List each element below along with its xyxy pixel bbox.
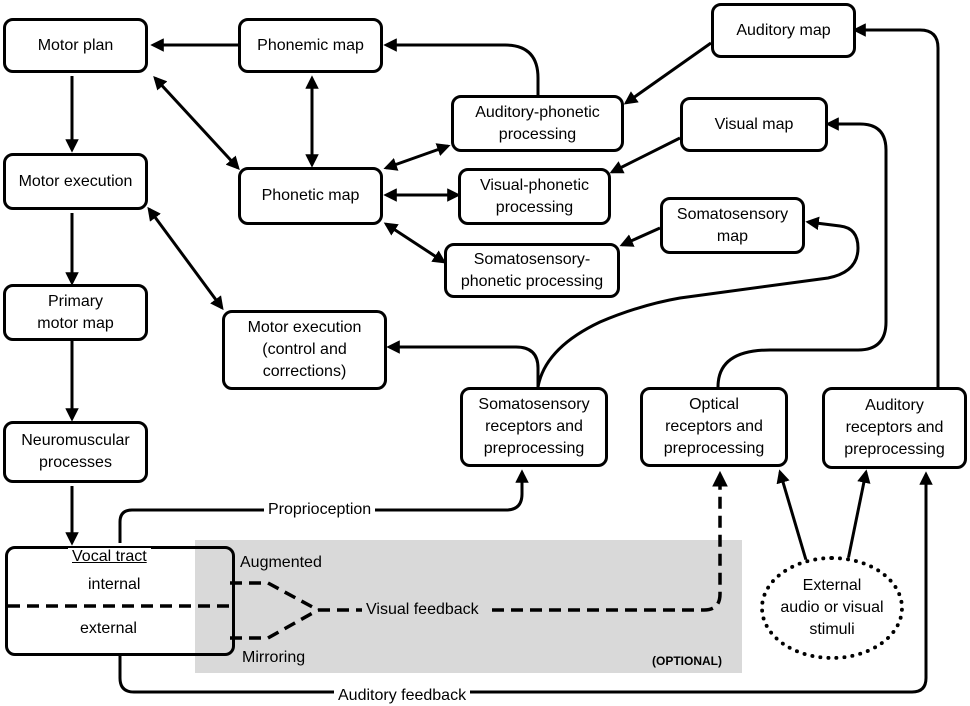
auditory-phonetic-line-1: Auditory-phonetic: [475, 103, 600, 121]
arrow-auditory-receptors-to-map: [852, 23, 940, 387]
auditory-feedback-label: Auditory feedback: [334, 686, 471, 706]
arrow-somato-receptors-to-control: [386, 340, 540, 387]
arrow-motor-plan-phonetic: [153, 76, 240, 170]
phonemic-map-box: Phonemic map: [238, 18, 383, 73]
phonetic-map-box: Phonetic map: [238, 167, 383, 225]
vocal-tract-title: Vocal tract: [68, 548, 151, 566]
dashed-mirroring: [230, 608, 319, 640]
neuromuscular-line-2: processes: [39, 454, 112, 471]
auditory-receptors-box: Auditory receptors and preprocessing: [822, 387, 967, 469]
vocal-tract-external: external: [80, 620, 137, 637]
arrow-optical-to-visual-map: [716, 117, 888, 388]
auditory-phonetic-box: Auditory-phonetic processing: [451, 95, 624, 152]
dashed-augmented: [230, 581, 319, 612]
visual-map-label: Visual map: [714, 115, 794, 133]
somatosensory-receptors-line-3: preprocessing: [483, 440, 585, 457]
vocal-tract-box: [5, 546, 235, 656]
visual-phonetic-line-2: processing: [495, 198, 574, 216]
somatosensory-receptors-line-2: receptors and: [485, 418, 583, 435]
auditory-receptors-line-1: Auditory: [865, 397, 924, 414]
motor-execution-control-line-3: corrections): [262, 363, 347, 380]
arrow-auditory-map-to-processing: [623, 41, 712, 105]
optical-receptors-line-3: preprocessing: [663, 440, 765, 457]
somatosensory-phonetic-line-1: Somatosensory-: [473, 250, 591, 268]
somatosensory-receptors-box: Somatosensory receptors and preprocessin…: [460, 387, 608, 467]
auditory-map-label: Auditory map: [736, 21, 831, 39]
neuromuscular-box: Neuromuscular processes: [3, 421, 148, 483]
motor-execution-label: Motor execution: [18, 172, 133, 190]
phonemic-map-label: Phonemic map: [257, 36, 364, 54]
auditory-map-box: Auditory map: [711, 3, 856, 58]
motor-execution-control-line-2: (control and: [262, 341, 347, 358]
arrow-stimuli-to-auditory: [846, 469, 871, 561]
somatosensory-phonetic-box: Somatosensory- phonetic processing: [444, 243, 620, 298]
optical-receptors-box: Optical receptors and preprocessing: [640, 387, 788, 467]
motor-execution-box: Motor execution: [3, 153, 148, 210]
arrow-phonetic-somato-phonetic: [383, 222, 447, 264]
arrow-visual-map-to-processing: [609, 136, 681, 174]
arrow-execution-to-control: [147, 206, 224, 311]
mirroring-label: Mirroring: [238, 648, 310, 668]
somatosensory-receptors-line-1: Somatosensory: [478, 396, 590, 413]
arrow-phonetic-auditory-phonetic: [383, 143, 451, 171]
auditory-phonetic-line-2: processing: [498, 125, 577, 143]
vocal-tract-internal: internal: [88, 576, 141, 593]
motor-plan-label: Motor plan: [37, 36, 114, 54]
somatosensory-map-line-2: map: [716, 227, 749, 245]
arrow-stimuli-to-optical: [776, 469, 808, 561]
primary-motor-map-line-2: motor map: [37, 314, 114, 332]
stimuli-line-3: stimuli: [809, 621, 855, 638]
stimuli-line-1: External: [802, 577, 862, 594]
somatosensory-phonetic-line-2: phonetic processing: [460, 272, 604, 290]
auditory-receptors-line-2: receptors and: [845, 419, 944, 436]
proprioception-label: Proprioception: [264, 500, 376, 520]
augmented-label: Augmented: [236, 553, 326, 573]
phonetic-map-label: Phonetic map: [261, 187, 360, 204]
neuromuscular-line-1: Neuromuscular: [21, 432, 130, 449]
motor-execution-control-line-1: Motor execution: [247, 319, 362, 336]
arrow-somato-receptors-to-map: [536, 216, 860, 388]
optical-receptors-line-1: Optical: [689, 396, 739, 413]
arrow-auditory-feedback: [118, 471, 933, 694]
primary-motor-map-box: Primary motor map: [3, 284, 148, 341]
somatosensory-map-box: Somatosensory map: [660, 197, 805, 254]
optical-receptors-line-2: receptors and: [665, 418, 763, 435]
stimuli-line-2: audio or visual: [780, 599, 884, 616]
visual-feedback-label: Visual feedback: [362, 600, 483, 620]
external-stimuli-ellipse: External audio or visual stimuli: [760, 556, 904, 660]
arrow-somato-map-to-processing: [619, 226, 661, 247]
motor-plan-box: Motor plan: [3, 18, 148, 73]
somatosensory-map-line-1: Somatosensory: [676, 205, 789, 223]
visual-phonetic-line-1: Visual-phonetic: [479, 176, 590, 194]
arrow-auditory-phonetic-to-phonemic: [383, 38, 540, 95]
motor-execution-control-box: Motor execution (control and corrections…: [222, 310, 387, 390]
optional-label: (OPTIONAL): [652, 654, 722, 668]
visual-map-box: Visual map: [680, 97, 828, 152]
dashed-visual-feedback-b: [492, 470, 728, 612]
visual-phonetic-box: Visual-phonetic processing: [458, 168, 611, 225]
auditory-receptors-line-3: preprocessing: [844, 441, 945, 458]
primary-motor-map-line-1: Primary: [47, 292, 104, 310]
